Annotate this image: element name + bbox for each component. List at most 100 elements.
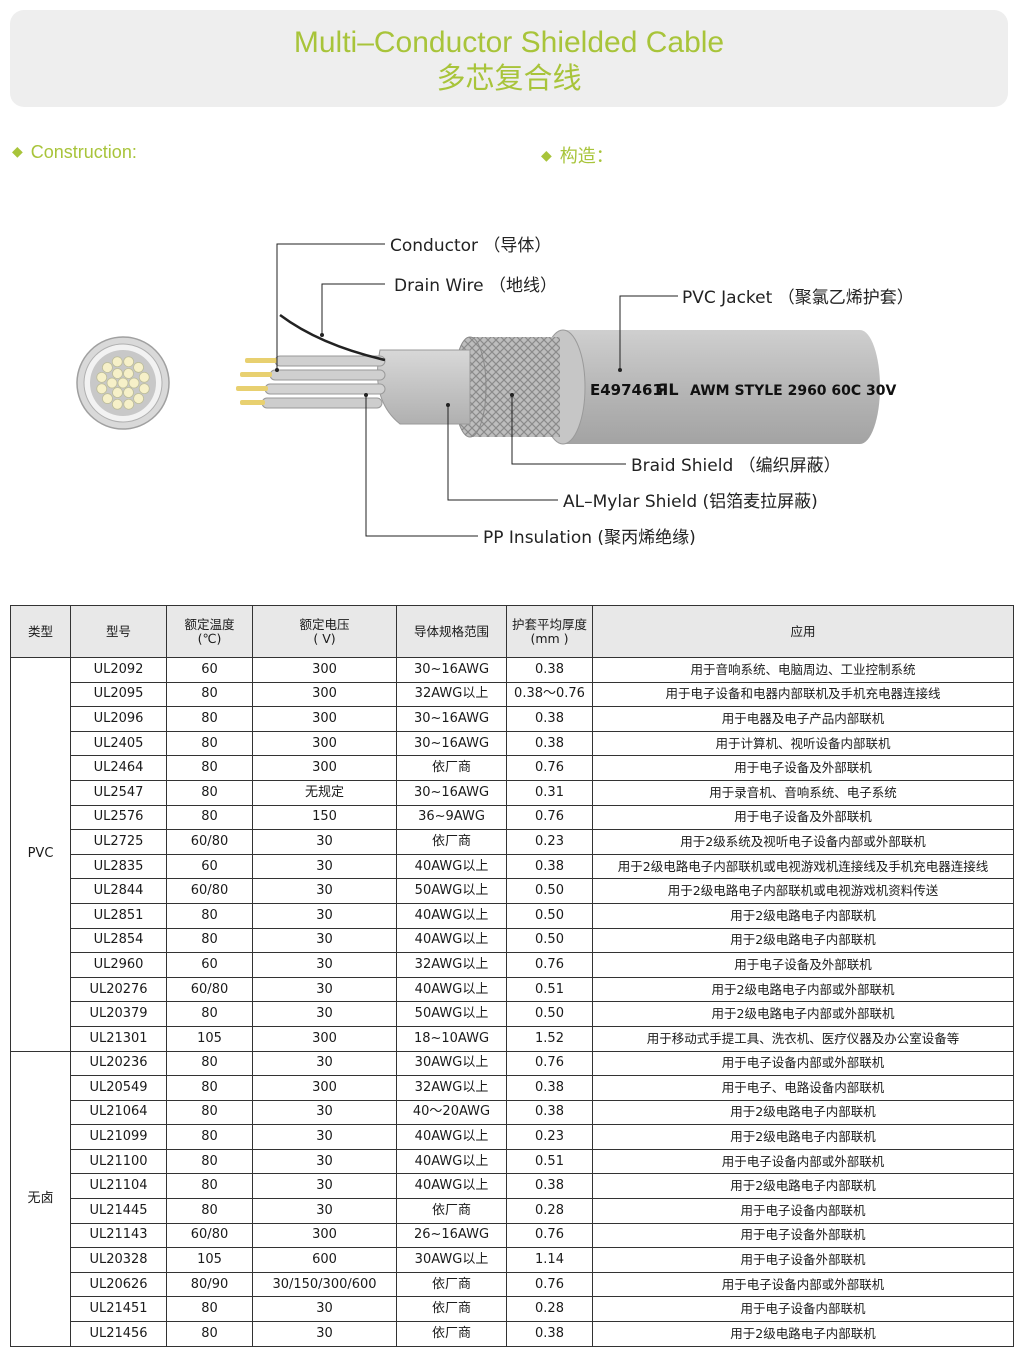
cell-model: UL21451 xyxy=(70,1296,167,1323)
cell-voltage: 30 xyxy=(252,1321,397,1347)
cell-model: UL20328 xyxy=(70,1247,167,1273)
cell-app: 用于电子设备内部或外部联机 xyxy=(592,1050,1014,1077)
cell-temp: 60/80 xyxy=(166,829,253,855)
cell-model: UL2405 xyxy=(70,730,167,757)
label-braid-shield: Braid Shield （编织屏蔽） xyxy=(631,456,841,476)
cell-gauge: 40AWG以上 xyxy=(396,902,507,929)
label-conductor: Conductor （导体） xyxy=(390,236,551,256)
cell-temp: 80 xyxy=(166,1321,253,1347)
cell-thickness: 1.14 xyxy=(506,1247,593,1273)
cable-cross-section xyxy=(76,336,170,430)
cross-section-conductor xyxy=(111,356,123,368)
cell-model: UL2096 xyxy=(70,706,167,732)
cell-voltage: 30 xyxy=(252,1198,397,1224)
table-header-row: 类型 型号 额定温度(℃) 额定电压( V) 导体规格范围 护套平均厚度(mm … xyxy=(10,605,1014,658)
cell-thickness: 0.50 xyxy=(506,927,593,954)
cell-thickness: 1.52 xyxy=(506,1025,593,1052)
cross-section-conductor xyxy=(112,387,123,398)
cell-gauge: 依厂商 xyxy=(396,1321,507,1347)
cell-gauge: 30~16AWG xyxy=(396,730,507,757)
cell-app: 用于音响系统、电脑周边、工业控制系统 xyxy=(592,657,1014,683)
cell-temp: 80 xyxy=(166,1099,253,1126)
cell-temp: 60 xyxy=(166,657,253,683)
cell-gauge: 依厂商 xyxy=(396,1271,507,1298)
cell-model: UL2854 xyxy=(70,927,167,954)
cell-voltage: 300 xyxy=(252,730,397,757)
cell-voltage: 30 xyxy=(252,1148,397,1175)
cell-voltage: 300 xyxy=(252,755,397,781)
cell-app: 用于电子设备及外部联机 xyxy=(592,952,1014,978)
cross-section-conductor xyxy=(123,387,134,398)
cell-app: 用于电器及电子产品内部联机 xyxy=(592,706,1014,732)
construction-heading-english: ◆Construction: xyxy=(12,142,137,163)
cell-app: 用于2级电路电子内部联机 xyxy=(592,1321,1014,1347)
cell-gauge: 30~16AWG xyxy=(396,657,507,683)
header-voltage: 额定电压( V) xyxy=(252,605,397,658)
cell-voltage: 300 xyxy=(252,681,397,708)
cross-section-conductor xyxy=(138,371,150,383)
cell-app: 用于2级电路电子内部联机 xyxy=(592,927,1014,954)
cell-gauge: 40AWG以上 xyxy=(396,1173,507,1200)
cell-thickness: 0.38 xyxy=(506,1075,593,1101)
cell-voltage: 300 xyxy=(252,706,397,732)
cell-temp: 60/80 xyxy=(166,976,253,1003)
cell-temp: 80 xyxy=(166,927,253,954)
cell-temp: 60/80 xyxy=(166,878,253,904)
cell-voltage: 300 xyxy=(252,1075,397,1101)
cross-section-conductor xyxy=(133,362,144,373)
cell-model: UL21064 xyxy=(70,1099,167,1126)
cell-model: UL20236 xyxy=(70,1050,167,1077)
cell-temp: 80 xyxy=(166,1124,253,1150)
cell-type: PVC xyxy=(10,657,71,1052)
cell-temp: 80 xyxy=(166,804,253,831)
construction-label: Construction: xyxy=(30,142,137,162)
cell-thickness: 0.50 xyxy=(506,878,593,904)
cell-voltage: 30 xyxy=(252,853,397,880)
cell-model: UL21456 xyxy=(70,1321,167,1347)
cross-section-conductor xyxy=(112,368,123,379)
cross-section-conductor xyxy=(102,393,113,404)
cross-section-conductor xyxy=(96,371,108,383)
cell-gauge: 依厂商 xyxy=(396,1198,507,1224)
cell-thickness: 0.51 xyxy=(506,1148,593,1175)
cell-thickness: 0.38 xyxy=(506,1173,593,1200)
cell-temp: 80/90 xyxy=(166,1271,253,1298)
cell-gauge: 50AWG以上 xyxy=(396,1001,507,1027)
cell-app: 用于2级电路电子内部联机 xyxy=(592,1173,1014,1200)
cell-model: UL2464 xyxy=(70,755,167,781)
cell-app: 用于2级电路电子内部联机 xyxy=(592,1124,1014,1150)
page-title-chinese: 多芯复合线 xyxy=(436,61,582,95)
cell-model: UL2960 xyxy=(70,952,167,978)
cell-app: 用于电子设备外部联机 xyxy=(592,1222,1014,1249)
cross-section-conductor xyxy=(96,383,108,395)
cell-voltage: 30 xyxy=(252,902,397,929)
cell-temp: 80 xyxy=(166,681,253,708)
construction-heading-chinese: ◆构造： xyxy=(541,142,614,168)
cross-section-conductor xyxy=(111,398,123,410)
title-banner: Multi–Conductor Shielded Cable 多芯复合线 xyxy=(10,10,1008,107)
page-title-english: Multi–Conductor Shielded Cable xyxy=(293,26,725,59)
cell-gauge: 40AWG以上 xyxy=(396,853,507,880)
cell-gauge: 依厂商 xyxy=(396,755,507,781)
cell-app: 用于电子设备内部或外部联机 xyxy=(592,1148,1014,1175)
cell-temp: 80 xyxy=(166,779,253,806)
cell-thickness: 0.38 xyxy=(506,730,593,757)
cell-app: 用于电子设备内部联机 xyxy=(592,1296,1014,1323)
ul-logo-icon: ЯL xyxy=(656,380,679,399)
cell-model: UL2851 xyxy=(70,902,167,929)
cell-voltage: 无规定 xyxy=(252,779,397,806)
cell-gauge: 32AWG以上 xyxy=(396,681,507,708)
cross-section-conductor xyxy=(102,362,113,373)
cable-spec-table: 类型 型号 额定温度(℃) 额定电压( V) 导体规格范围 护套平均厚度(mm … xyxy=(10,605,1014,1347)
cell-temp: 60 xyxy=(166,853,253,880)
